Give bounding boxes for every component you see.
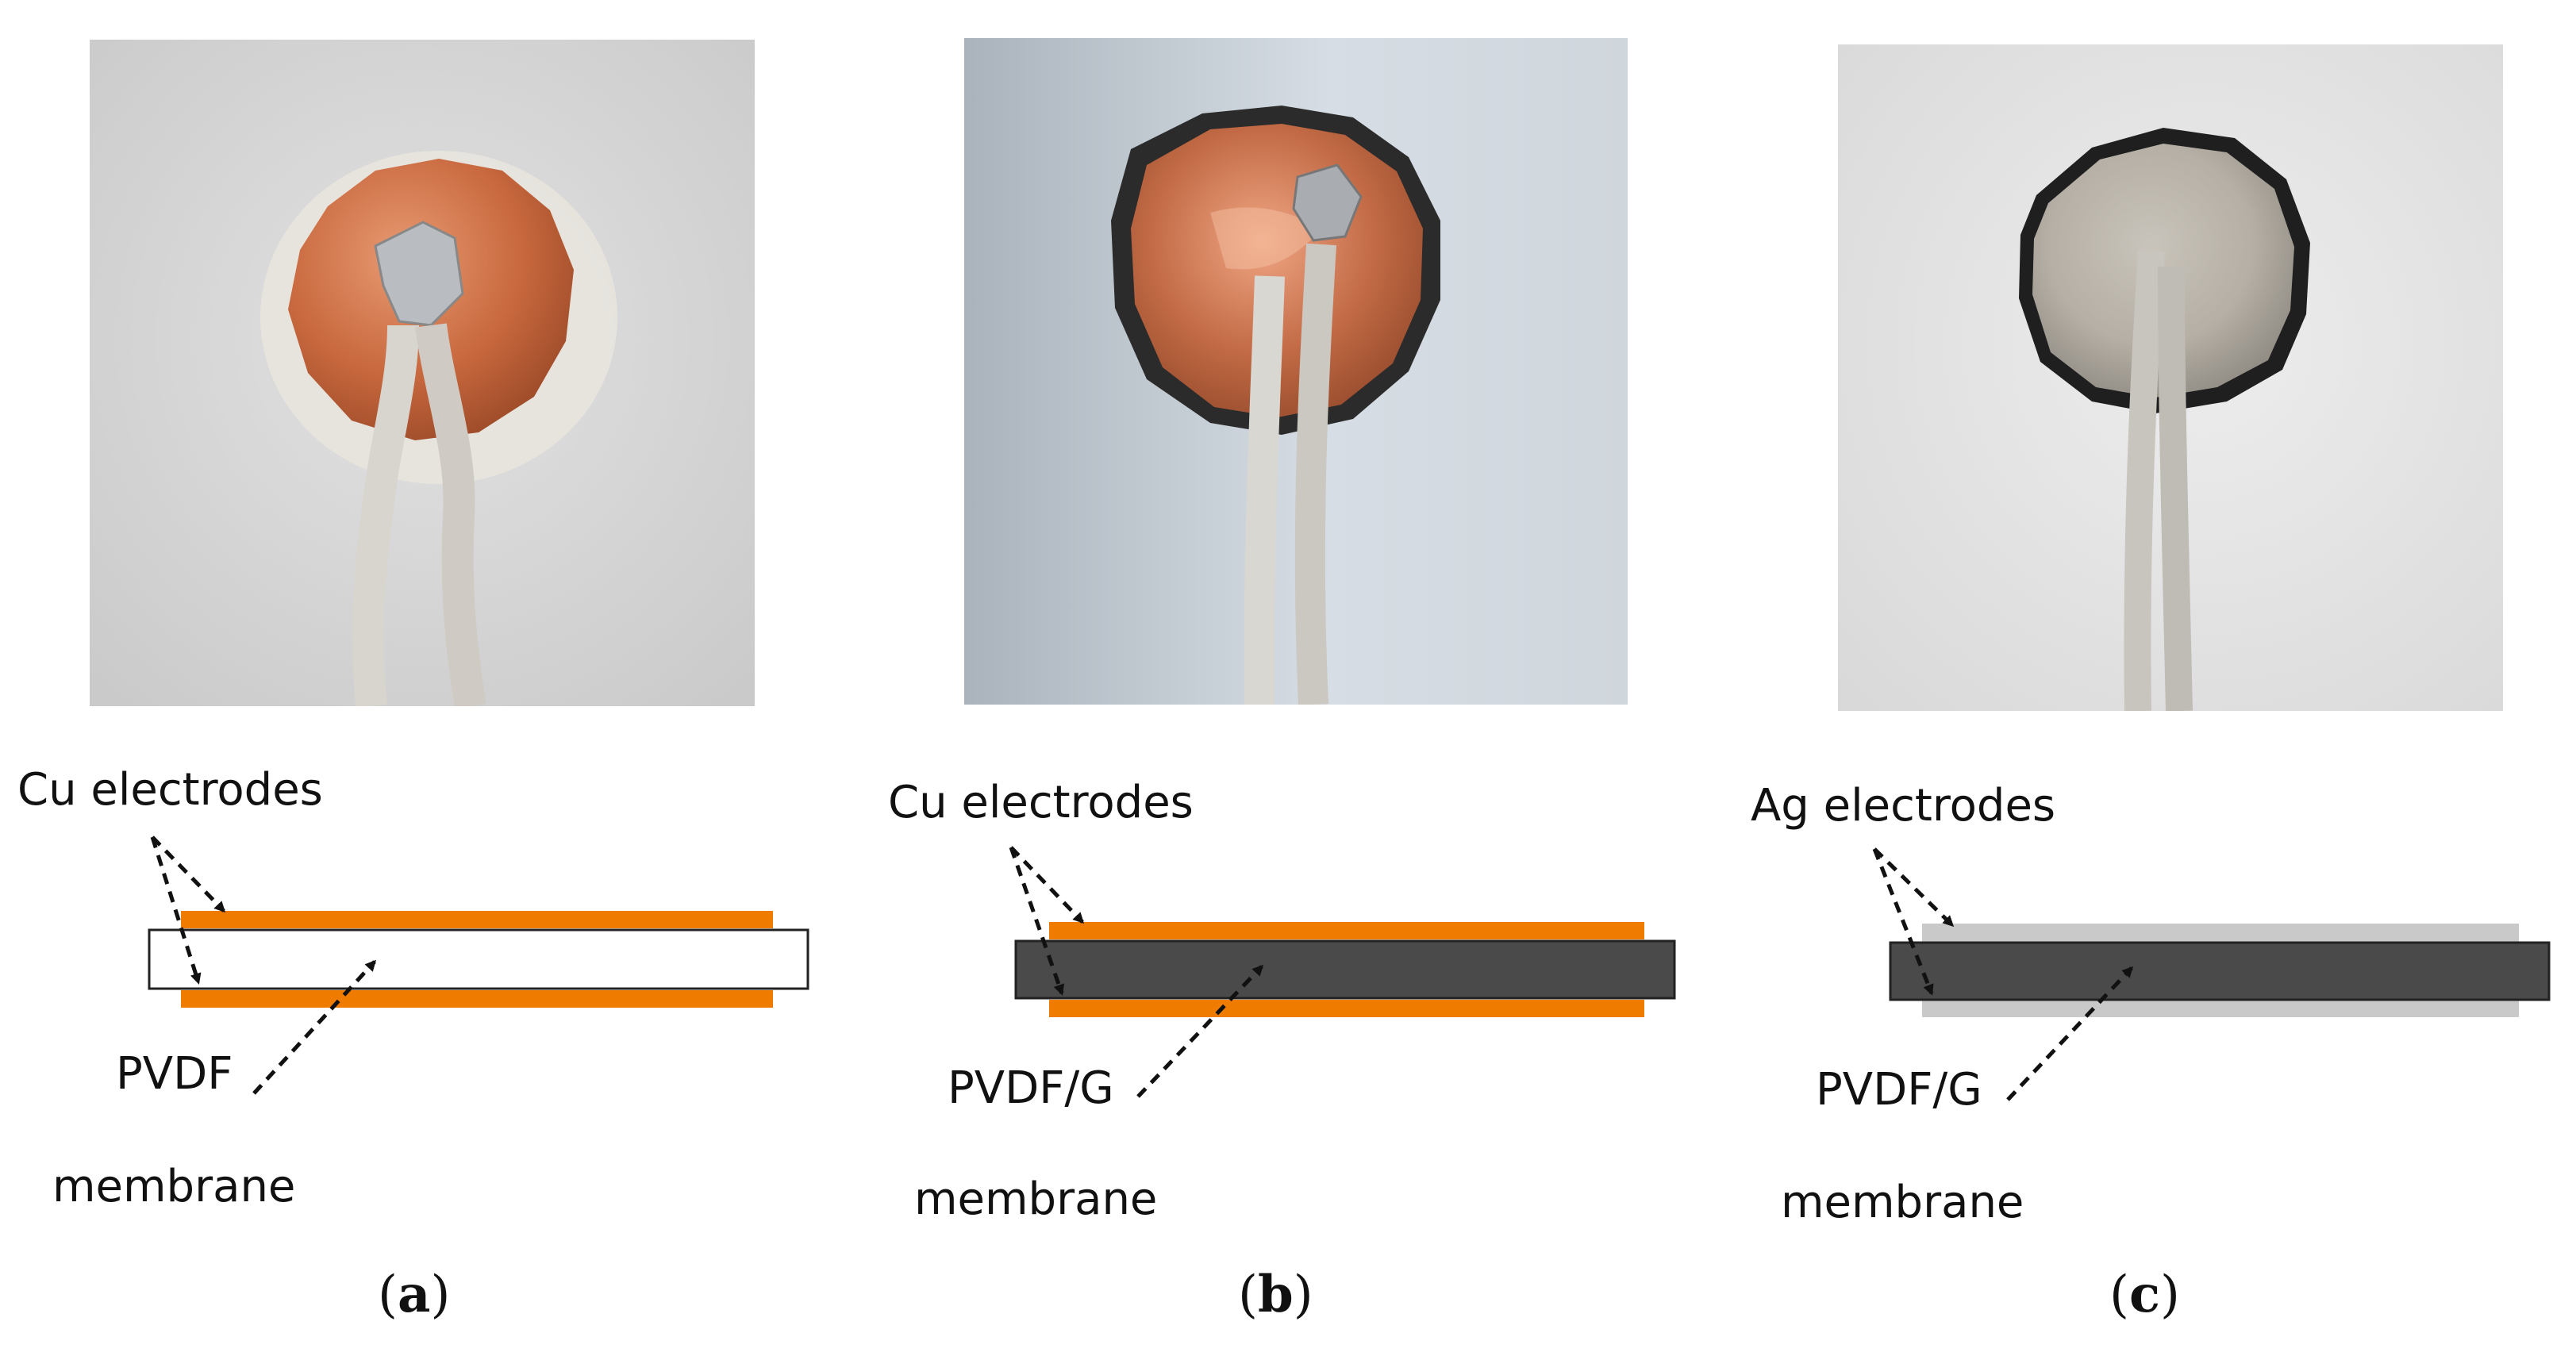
membrane-layer [148,928,809,990]
panel-c: Ag electrodes PVDF/G membrane (c) [1717,0,2576,1356]
electrode-arrow-top [1873,847,1955,928]
electrode-arrow-bottom [1009,847,1064,996]
membrane-arrow [1136,964,1264,1098]
sensor-photo-a [90,40,755,706]
membrane-arrow [252,959,377,1095]
membrane-word-label: membrane [914,1174,1158,1225]
layer-diagram-a [148,835,809,1095]
caption-c: (c) [2109,1265,2180,1324]
sensor-photo-b [964,38,1628,705]
caption-a: (a) [378,1265,451,1324]
bottom-electrode [1049,1000,1644,1017]
membrane-material-label: PVDF/G [948,1062,1114,1114]
top-electrode [181,911,773,928]
layer-diagram-b [1009,846,1676,1098]
membrane-word-label: membrane [1781,1177,2024,1228]
electrode-label: Cu electrodes [888,777,1194,828]
electrode-arrow-bottom [1872,848,1934,996]
membrane-arrow [2006,966,2134,1101]
membrane-material-label: PVDF [116,1048,233,1100]
sensor-photo-c [1838,44,2503,711]
electrode-arrow-bottom [150,836,202,985]
bottom-electrode [181,990,773,1008]
electrode-label: Cu electrodes [17,764,323,816]
layer-diagram-c [1872,847,2551,1101]
electrode-arrow-top [1009,846,1085,924]
panel-b: Cu electrodes PVDF/G membrane (b) [859,0,1717,1356]
membrane-layer [1014,939,1676,1000]
top-electrode [1049,922,1644,939]
electrode-arrow-top [151,835,226,913]
membrane-word-label: membrane [52,1161,296,1212]
caption-b: (b) [1238,1265,1313,1324]
panel-a: Cu electrodes PVDF membrane (a) [0,0,859,1356]
membrane-material-label: PVDF/G [1816,1064,1982,1116]
electrode-label: Ag electrodes [1751,780,2056,832]
membrane-layer [1889,941,2551,1001]
